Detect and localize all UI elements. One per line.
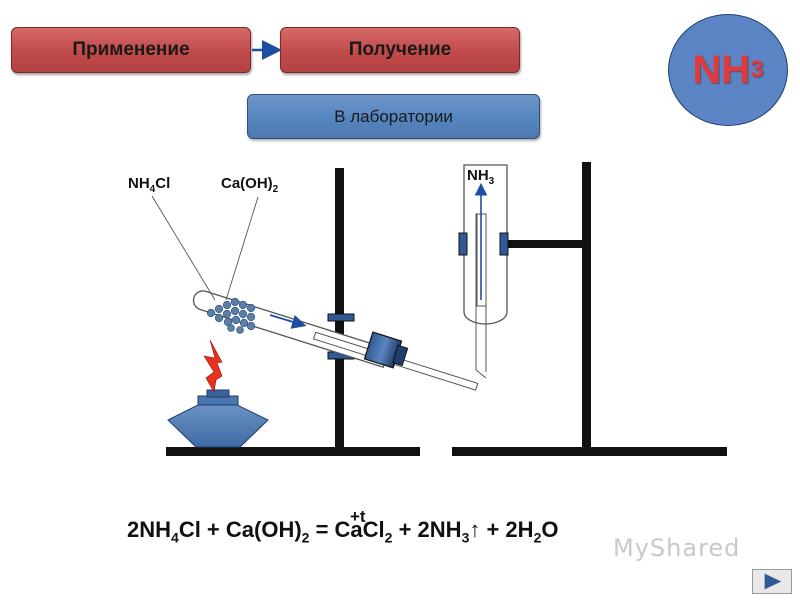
equation-part: 2 [301,529,310,546]
production-button[interactable]: Получение [280,27,520,73]
reaction-equation: 2NH4Cl + Ca(OH)2 = CaCl2 + 2NH3↑ + 2H2O [127,517,558,545]
badge-formula: NH [692,47,751,92]
flame-icon [203,339,223,393]
next-slide-button[interactable] [752,569,792,594]
gas-sub: 3 [488,176,495,187]
reagent1-label: NH4Cl [128,175,170,195]
gas-label: NH3 [467,167,494,187]
watermark-logo: MyShared [613,534,741,562]
gas-main: NH [467,167,489,184]
equation-part: O [541,517,559,542]
equation-part: 2NH [127,517,172,542]
badge-subscript: 3 [750,56,764,83]
gas-flow-arrow [269,314,307,329]
reagent-granules [206,297,256,334]
reagent2-main: Ca(OH) [221,175,273,192]
reaction-condition: +t [350,507,366,526]
equation-part: 3 [461,529,470,546]
play-right-icon [764,573,782,590]
reagent1-pointer [151,195,216,301]
right-stand [452,162,727,456]
reagent1-tail: Cl [155,175,171,192]
alcohol-burner [167,389,269,448]
equation-part: = CaCl [309,517,385,542]
equation-part: Cl + Ca(OH) [178,517,302,542]
reagent2-label: Ca(OH)2 [221,175,278,195]
equation-part: 2 [384,529,393,546]
laboratory-method-button[interactable]: В лаборатории [247,94,540,139]
reagent1-sub: 4 [149,184,156,195]
equation-part: 2 [533,529,542,546]
usage-button[interactable]: Применение [11,27,251,73]
equation-part: ↑ + 2H [469,517,534,542]
rubber-stopper [363,331,409,369]
equation-part: 4 [171,529,179,546]
equation-part: + 2NH [392,517,462,542]
reagent2-sub: 2 [272,184,279,195]
reagent1-main: NH [128,175,150,192]
reagent2-pointer [225,196,259,301]
reaction-test-tube [192,290,390,369]
collecting-test-tube [458,164,509,325]
